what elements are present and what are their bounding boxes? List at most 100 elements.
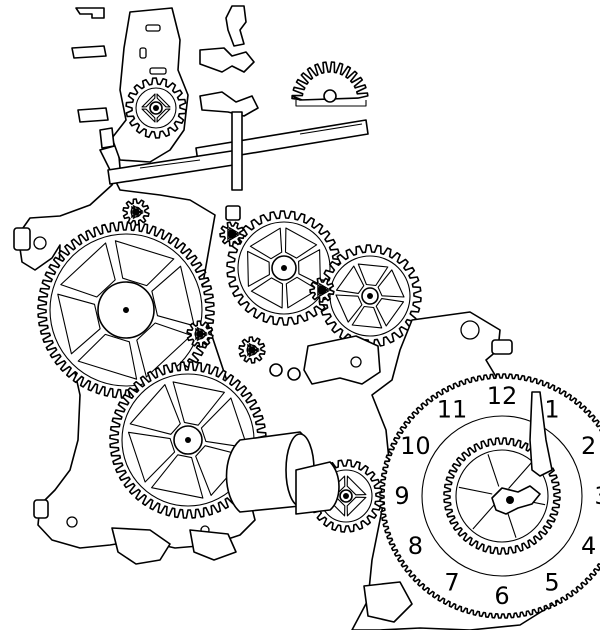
drum-gear-window	[346, 475, 367, 496]
dial-numeral: 5	[544, 569, 559, 597]
dial-numeral: 9	[394, 482, 409, 510]
dial-numeral: 7	[444, 569, 459, 597]
drum-gear-window	[346, 496, 367, 517]
fourth-wheel-window	[375, 298, 405, 327]
pivot-post	[231, 111, 243, 191]
dial-numeral: 6	[494, 582, 509, 610]
escape-wheel-teeth	[291, 61, 369, 101]
dial-numeral: 1	[544, 395, 559, 423]
bracket-gear	[125, 77, 187, 139]
third-wheel-axle	[281, 265, 287, 271]
pinion-e-axle	[229, 231, 235, 237]
great-wheel-axle	[123, 307, 129, 313]
dial-numeral: 4	[581, 532, 596, 560]
second-wheel-window	[151, 454, 204, 499]
fourth-wheel	[318, 244, 422, 348]
second-wheel-window	[172, 381, 225, 426]
bracket-gear-window	[156, 93, 171, 108]
second-wheel-window	[127, 431, 176, 483]
loose-part-bottom	[111, 527, 171, 565]
great-wheel	[37, 221, 215, 399]
bar-grid	[139, 159, 201, 169]
bracket-gear-window	[141, 108, 156, 123]
mount-tab	[491, 339, 513, 355]
pinion-b-axle	[197, 331, 203, 337]
hour-hand	[491, 485, 541, 515]
mount-tab	[33, 499, 49, 519]
bracket-gear-rim	[135, 87, 177, 129]
third-wheel-window	[284, 227, 318, 259]
great-wheel-window	[136, 322, 192, 378]
slot	[149, 67, 167, 75]
frame-hole	[33, 236, 47, 250]
drum-gear-axle	[343, 493, 349, 499]
pinion-c	[238, 336, 266, 364]
hour-wheel-spoke	[487, 454, 500, 487]
escape-wheel	[291, 61, 369, 107]
escape-wheel-hub	[323, 89, 337, 103]
fourth-wheel-window	[335, 265, 365, 294]
bracket-gear-window	[156, 108, 171, 123]
washer	[269, 363, 283, 377]
dial-numeral: 11	[437, 395, 468, 423]
pinion-a	[122, 198, 150, 226]
fourth-wheel-axle	[367, 293, 373, 299]
great-wheel-window	[114, 240, 175, 287]
pinion-c-axle	[249, 347, 255, 353]
pinion-d-axle	[319, 287, 325, 293]
bar-grid	[299, 123, 363, 135]
bracket-gear-window	[141, 93, 156, 108]
second-wheel-axle	[185, 437, 191, 443]
third-wheel-window	[285, 276, 319, 309]
frame-hole	[66, 516, 78, 528]
bracket-gear-axle	[153, 105, 159, 111]
dial-numeral: 2	[581, 432, 596, 460]
fourth-wheel-window	[357, 263, 389, 287]
washer	[287, 367, 301, 381]
drum-small	[295, 461, 340, 515]
loose-part	[77, 107, 109, 123]
pinion-e	[219, 221, 245, 247]
great-wheel-window	[77, 333, 138, 380]
slot	[139, 47, 147, 59]
mount-tab	[13, 227, 31, 251]
loose-part	[75, 7, 105, 19]
fourth-wheel-window	[377, 269, 405, 298]
great-wheel-rim	[49, 233, 203, 387]
slot	[145, 24, 161, 32]
second-wheel-window	[129, 384, 181, 435]
third-wheel	[226, 210, 342, 326]
cam-bracket	[303, 335, 381, 385]
dial-numeral: 8	[408, 532, 423, 560]
loose-part-bottom	[363, 581, 413, 623]
hand-hub	[506, 496, 514, 504]
fourth-wheel-window	[335, 294, 363, 323]
third-wheel-window	[247, 250, 270, 287]
fourth-wheel-window	[351, 305, 383, 329]
hour-wheel-spoke	[508, 462, 532, 489]
great-wheel-window	[60, 242, 116, 298]
dial-numeral: 3	[594, 482, 600, 510]
loose-part	[99, 127, 115, 149]
hour-wheel-spoke	[472, 503, 496, 530]
minute-hand	[529, 391, 553, 477]
pinion-a-axle	[133, 209, 139, 215]
escape-wheel-base	[295, 100, 367, 107]
pinion-d	[309, 277, 335, 303]
hour-wheel-rim	[455, 449, 549, 543]
dial-numeral: 12	[487, 382, 518, 410]
hook-part	[225, 5, 247, 47]
third-wheel-window	[249, 227, 283, 260]
frame-hole	[460, 320, 480, 340]
dial-inner-ring	[421, 415, 583, 577]
loose-part-bottom	[189, 529, 237, 561]
cam-hole	[350, 356, 362, 368]
great-wheel-window	[57, 293, 101, 355]
dial-numeral: 10	[400, 432, 431, 460]
hour-wheel-spoke	[458, 486, 493, 495]
fourth-wheel-rim	[329, 255, 411, 337]
lever-part	[199, 47, 255, 73]
bushing	[225, 205, 241, 221]
